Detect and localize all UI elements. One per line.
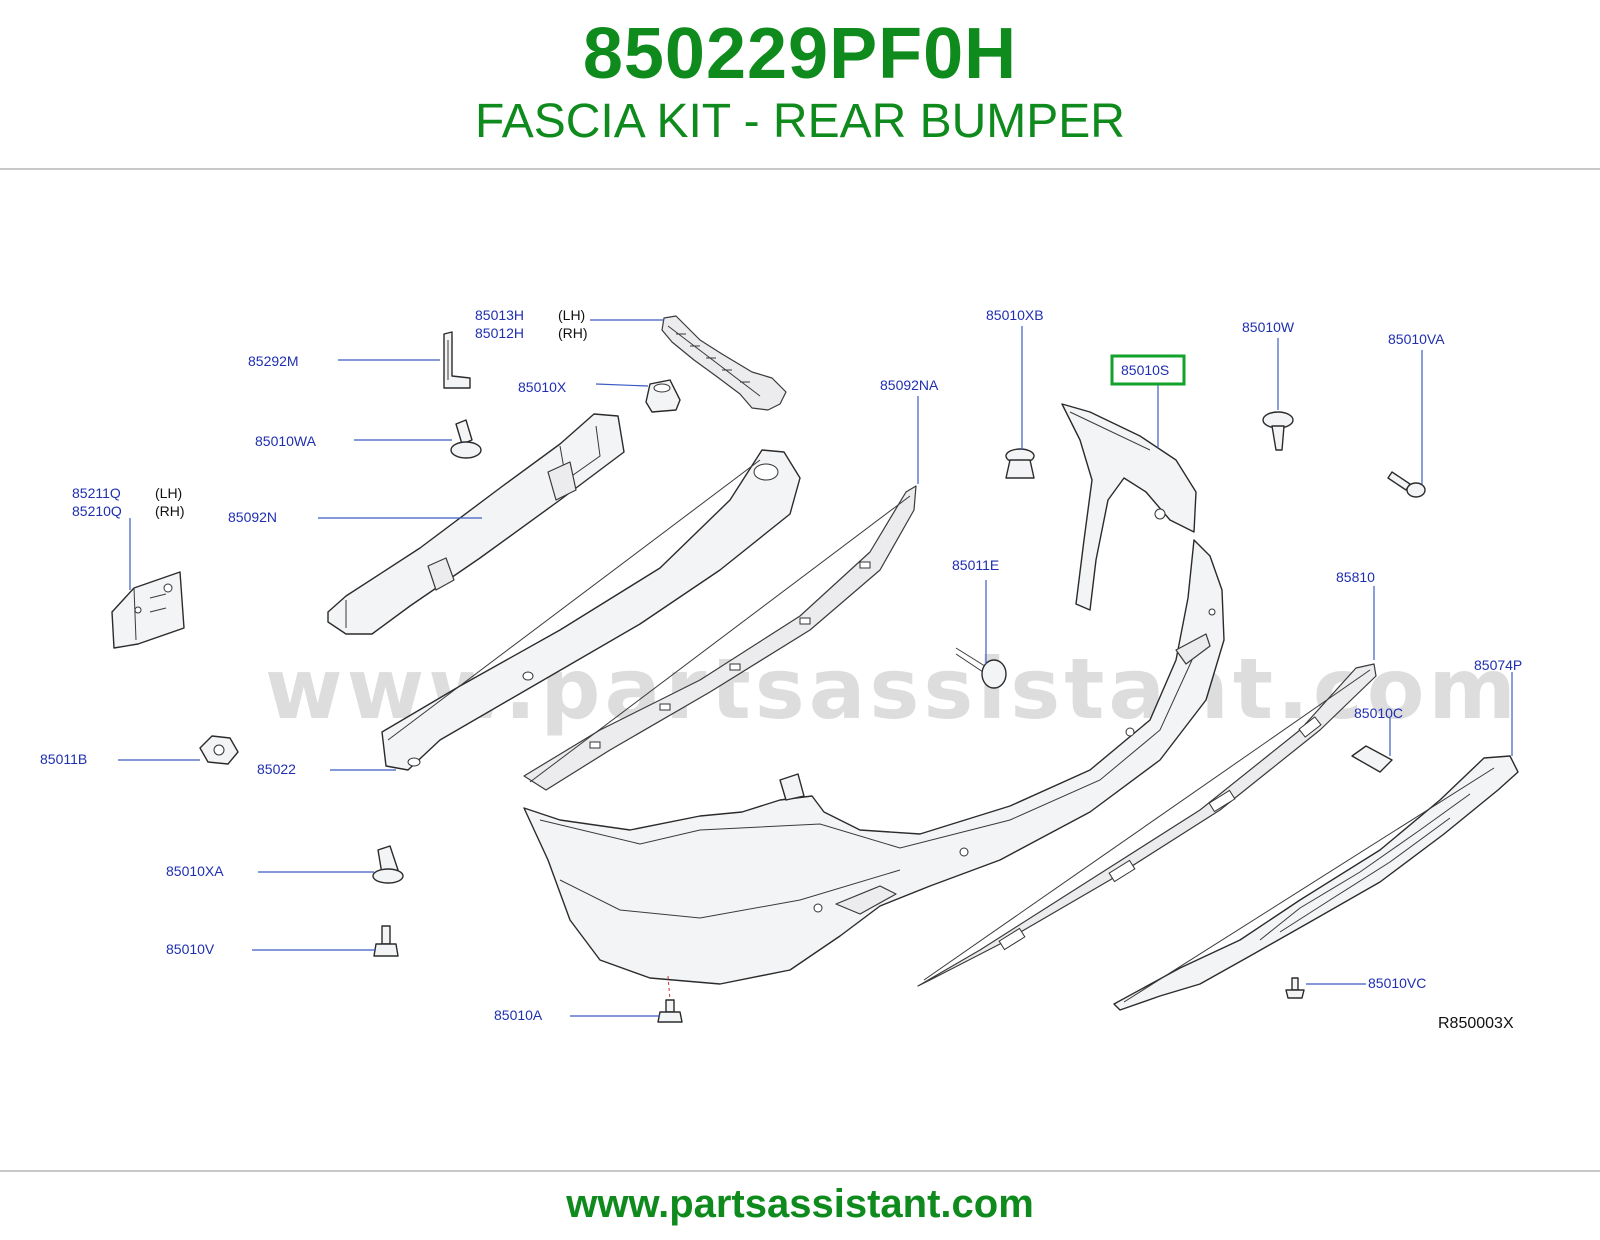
part-85011b-nut: [199, 735, 239, 765]
callout-85012h[interactable]: 85012H: [475, 325, 524, 341]
callout-85092n[interactable]: 85092N: [228, 509, 277, 525]
part-85092n-absorber: [327, 413, 625, 635]
callout-85074p[interactable]: 85074P: [1474, 657, 1522, 673]
reference-code: R850003X: [1438, 1015, 1514, 1032]
highlight-box-85010s: [1110, 354, 1186, 386]
callout-lh-85013h: (LH): [558, 307, 585, 323]
part-85010wa-clip: [450, 419, 482, 459]
callout-85092na[interactable]: 85092NA: [880, 377, 939, 393]
callout-85210q[interactable]: 85210Q: [72, 503, 122, 519]
callout-85010a[interactable]: 85010A: [494, 1007, 543, 1023]
part-number-title: 850229PF0H: [582, 14, 1018, 94]
callout-85010xb[interactable]: 85010XB: [986, 307, 1044, 323]
leader-lines: [118, 319, 1513, 1017]
part-rear-bumper-fascia: [523, 539, 1225, 985]
part-85022-beam: [381, 449, 801, 771]
part-name-subtitle: FASCIA KIT - REAR BUMPER: [475, 95, 1125, 148]
part-85010a-screw: [657, 975, 683, 1023]
part-85010v-screw: [373, 925, 399, 957]
part-85810-strip: [917, 663, 1377, 987]
callout-85810[interactable]: 85810: [1336, 569, 1375, 585]
callout-85010wa[interactable]: 85010WA: [255, 433, 317, 449]
callout-85211q[interactable]: 85211Q: [72, 485, 121, 501]
top-divider: [0, 168, 1600, 170]
callout-85292m[interactable]: 85292M: [248, 353, 299, 369]
part-85010w-clip: [1262, 411, 1294, 451]
callout-85010vc[interactable]: 85010VC: [1368, 975, 1426, 991]
part-85010xb-clip: [1005, 448, 1035, 479]
footer-url[interactable]: www.partsassistant.com: [566, 1182, 1034, 1226]
part-85013h-bracket: [661, 315, 787, 411]
part-85010s-bracket: [1061, 403, 1197, 611]
callout-85010x[interactable]: 85010X: [518, 379, 567, 395]
callout-85010s[interactable]: 85010S: [1121, 362, 1169, 378]
callout-lh-85211q: (LH): [155, 485, 182, 501]
part-85010va-bolt: [1387, 471, 1426, 498]
callout-85010xa[interactable]: 85010XA: [166, 863, 224, 879]
part-85011e-pin: [955, 647, 1007, 689]
callout-rh-85012h: (RH): [558, 325, 588, 341]
callout-85010v[interactable]: 85010V: [166, 941, 215, 957]
part-85292m-bracket: [443, 331, 471, 389]
part-85092na-absorber: [523, 485, 917, 791]
callout-85011b[interactable]: 85011B: [40, 751, 87, 767]
callout-rh-85210q: (RH): [155, 503, 185, 519]
callout-85010w[interactable]: 85010W: [1242, 319, 1295, 335]
part-85010vc-screw: [1285, 977, 1305, 999]
part-85010x-clip: [645, 379, 681, 413]
callout-85013h[interactable]: 85013H: [475, 307, 524, 323]
callout-85010va[interactable]: 85010VA: [1388, 331, 1445, 347]
part-85074p-diffuser: [1113, 755, 1519, 1011]
part-85211q-bracket: [111, 571, 185, 649]
callout-85010c[interactable]: 85010C: [1354, 705, 1403, 721]
callout-85011e[interactable]: 85011E: [952, 557, 999, 573]
callout-85022[interactable]: 85022: [257, 761, 296, 777]
part-85010xa-clip: [372, 845, 404, 884]
bottom-divider: [0, 1170, 1600, 1172]
part-85010c-clip: [1351, 745, 1393, 773]
